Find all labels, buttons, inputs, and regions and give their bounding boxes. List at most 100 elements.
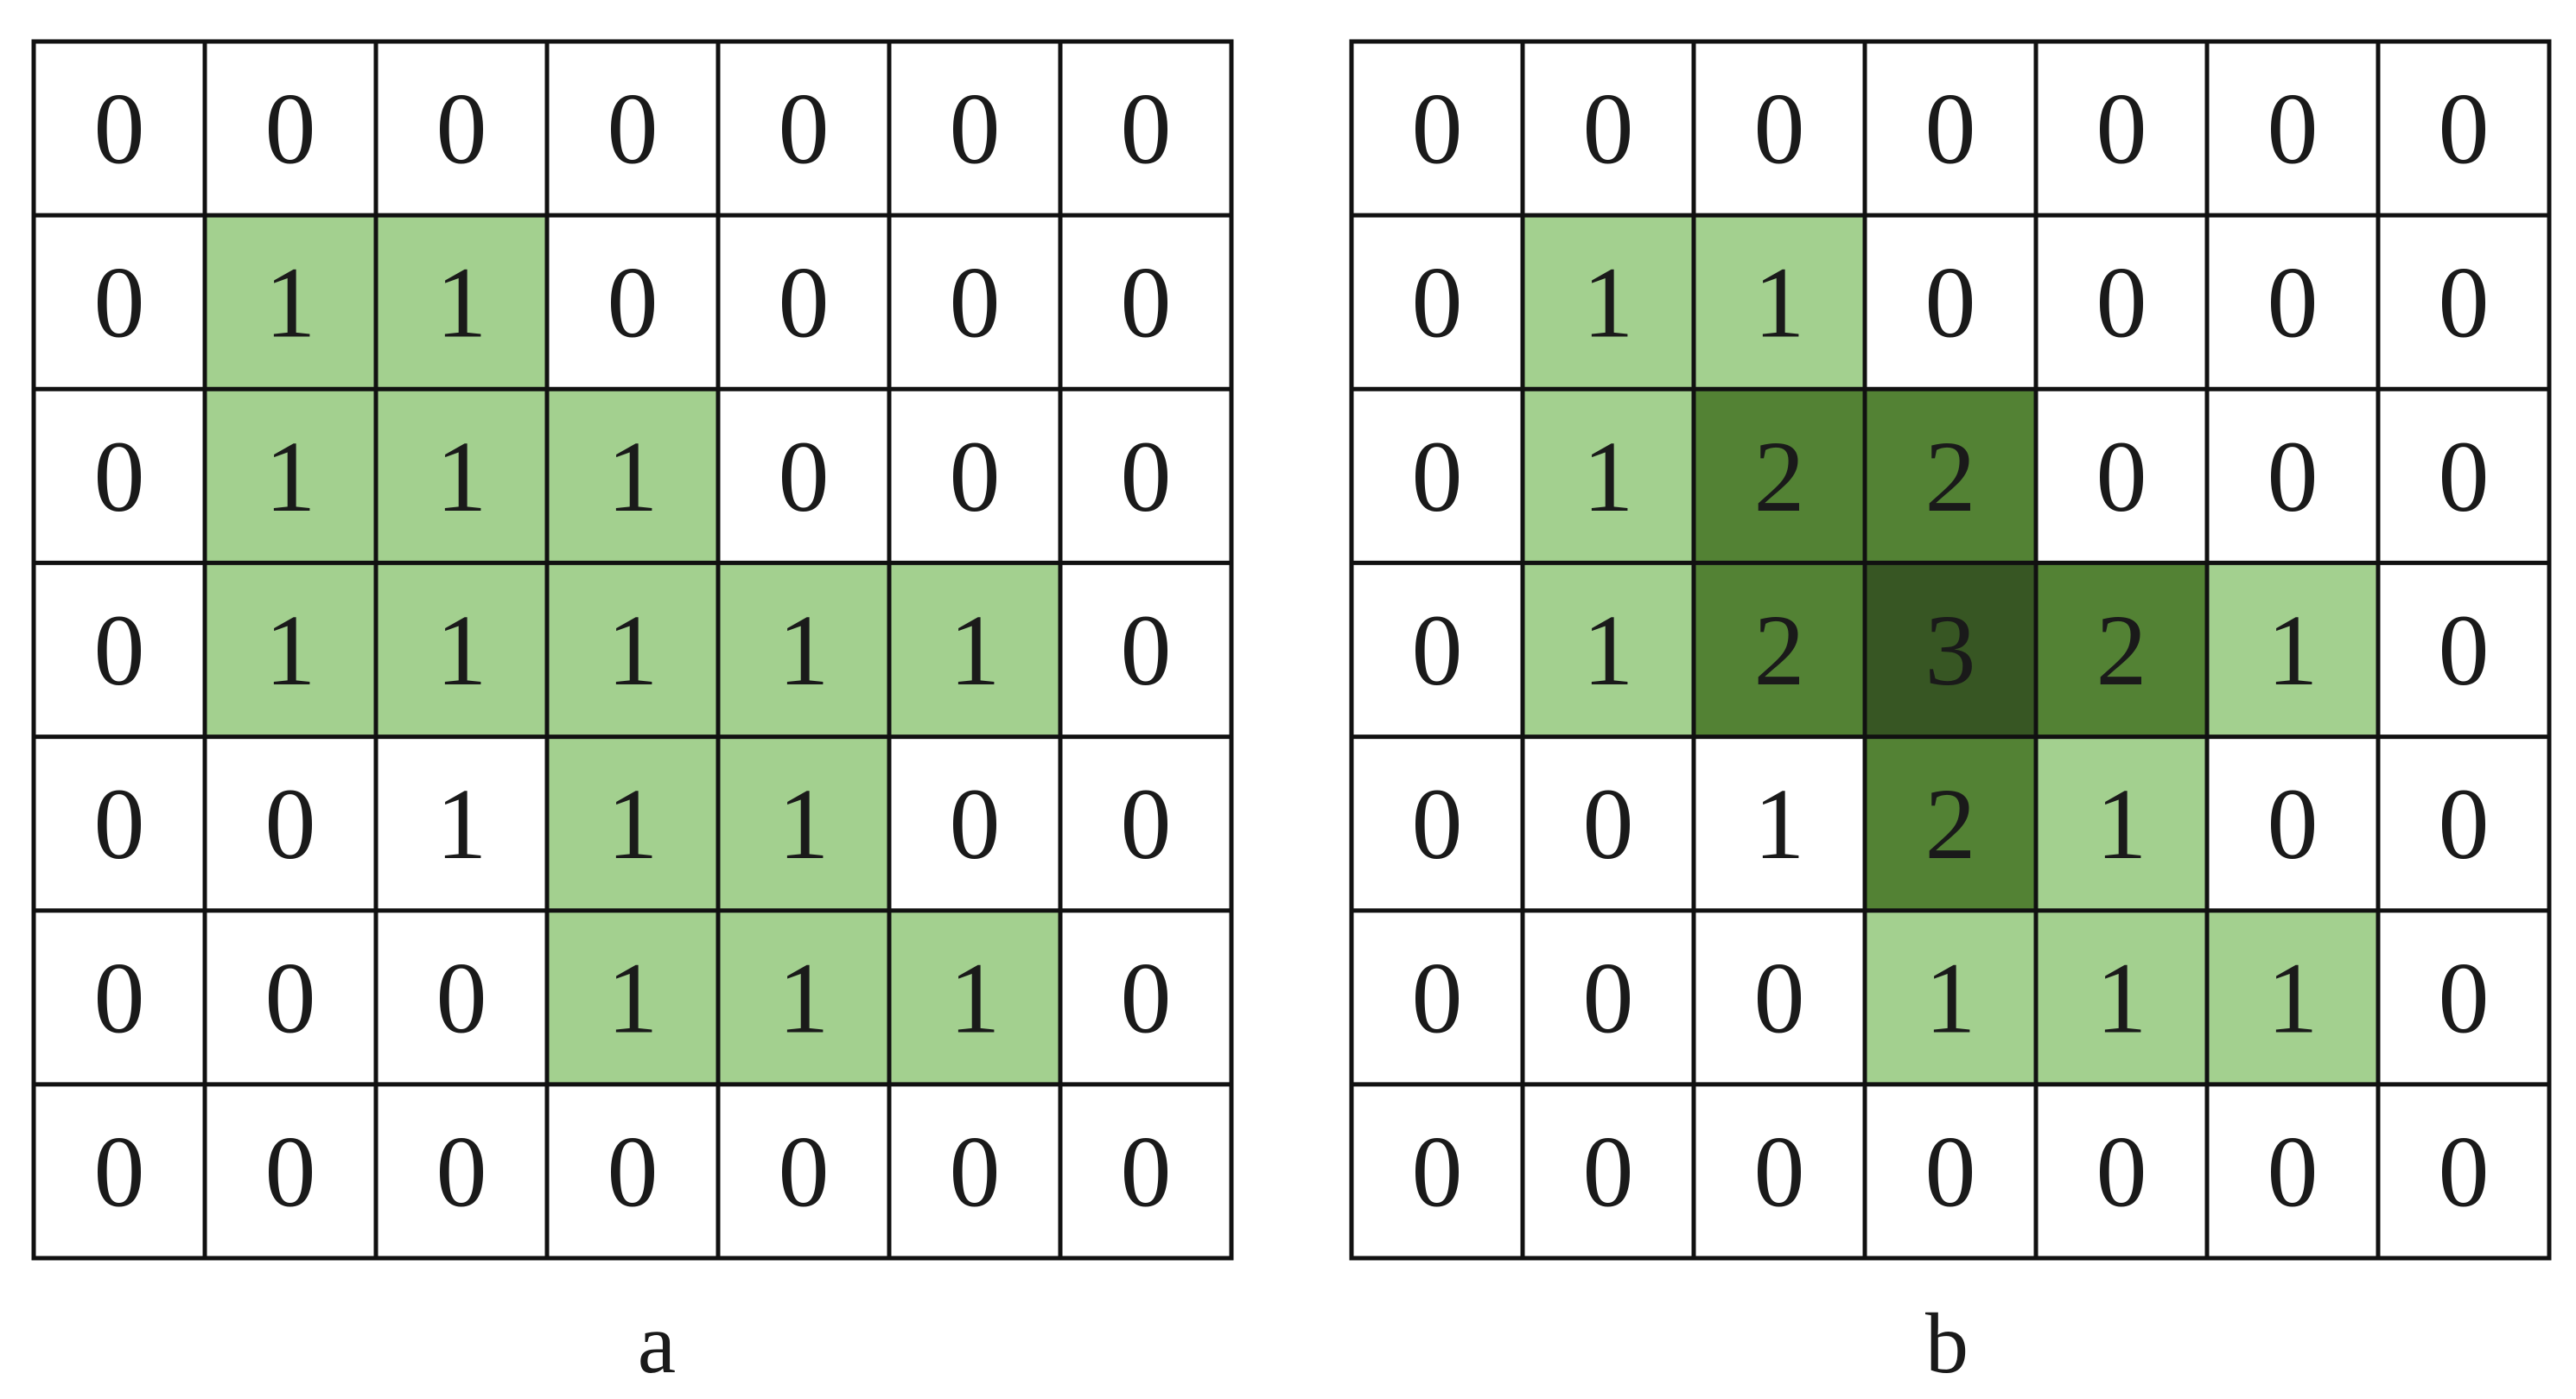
- cell-a-r6-c4: [718, 1084, 889, 1258]
- cell-b-r4-c1: [1523, 736, 1694, 911]
- cell-a-r1-c1: [205, 215, 376, 390]
- cell-value-b-r2-c0: 0: [1412, 420, 1463, 533]
- cell-value-a-r5-c4: 1: [779, 941, 830, 1054]
- cell-value-a-r2-c3: 1: [607, 420, 658, 533]
- cell-value-a-r6-c6: 0: [1121, 1115, 1172, 1228]
- cell-value-a-r3-c2: 1: [436, 594, 487, 707]
- cell-a-r6-c6: [1060, 1084, 1231, 1258]
- cell-value-b-r5-c3: 1: [1925, 941, 1976, 1054]
- cell-value-a-r5-c5: 1: [950, 941, 1001, 1054]
- cell-b-r5-c6: [2378, 910, 2549, 1084]
- cell-value-a-r4-c1: 0: [265, 767, 316, 881]
- cell-b-r2-c1: [1523, 389, 1694, 563]
- cell-value-a-r4-c3: 1: [607, 767, 658, 881]
- cell-value-a-r4-c6: 0: [1121, 767, 1172, 881]
- cell-value-b-r2-c1: 1: [1583, 420, 1634, 533]
- cell-value-a-r0-c5: 0: [950, 73, 1001, 186]
- cell-a-r5-c5: [889, 910, 1060, 1084]
- cell-value-b-r4-c3: 2: [1925, 767, 1976, 881]
- cell-value-a-r0-c3: 0: [607, 73, 658, 186]
- cell-a-r6-c0: [34, 1084, 205, 1258]
- cell-b-r5-c4: [2036, 910, 2207, 1084]
- cell-value-a-r3-c6: 0: [1121, 594, 1172, 707]
- cell-value-a-r1-c4: 0: [779, 246, 830, 359]
- cell-a-r5-c0: [34, 910, 205, 1084]
- cell-a-r2-c6: [1060, 389, 1231, 563]
- cell-b-r1-c5: [2207, 215, 2378, 390]
- cell-a-r2-c4: [718, 389, 889, 563]
- cell-b-r0-c0: [1352, 41, 1523, 216]
- cell-value-a-r1-c5: 0: [950, 246, 1001, 359]
- cell-value-b-r3-c6: 0: [2439, 594, 2490, 707]
- cell-value-b-r6-c3: 0: [1925, 1115, 1976, 1228]
- cell-value-a-r4-c0: 0: [94, 767, 145, 881]
- cell-b-r6-c2: [1694, 1084, 1865, 1258]
- panel-label-a: a: [637, 1295, 677, 1391]
- cell-b-r3-c3: [1865, 563, 2036, 737]
- cell-a-r2-c3: [547, 389, 718, 563]
- cell-b-r0-c5: [2207, 41, 2378, 216]
- cell-value-a-r3-c4: 1: [779, 594, 830, 707]
- cell-a-r2-c5: [889, 389, 1060, 563]
- cell-value-b-r2-c2: 2: [1754, 420, 1805, 533]
- cell-b-r2-c6: [2378, 389, 2549, 563]
- cell-value-b-r1-c6: 0: [2439, 246, 2490, 359]
- cell-a-r6-c2: [376, 1084, 547, 1258]
- cell-value-a-r4-c2: 1: [436, 767, 487, 881]
- cell-b-r5-c1: [1523, 910, 1694, 1084]
- cell-a-r5-c6: [1060, 910, 1231, 1084]
- cell-value-b-r0-c2: 0: [1754, 73, 1805, 186]
- cell-b-r3-c6: [2378, 563, 2549, 737]
- cell-b-r3-c4: [2036, 563, 2207, 737]
- cell-a-r3-c4: [718, 563, 889, 737]
- cell-value-a-r1-c1: 1: [265, 246, 316, 359]
- cell-value-a-r2-c1: 1: [265, 420, 316, 533]
- cell-value-b-r1-c0: 0: [1412, 246, 1463, 359]
- cell-b-r1-c1: [1523, 215, 1694, 390]
- cell-value-b-r3-c1: 1: [1583, 594, 1634, 707]
- cell-a-r3-c5: [889, 563, 1060, 737]
- cell-b-r5-c5: [2207, 910, 2378, 1084]
- cell-value-b-r5-c2: 0: [1754, 941, 1805, 1054]
- cell-b-r3-c1: [1523, 563, 1694, 737]
- cell-a-r3-c2: [376, 563, 547, 737]
- cell-value-a-r4-c4: 1: [779, 767, 830, 881]
- panel-label-b: b: [1925, 1295, 1969, 1391]
- cell-value-b-r0-c6: 0: [2439, 73, 2490, 186]
- cell-b-r5-c2: [1694, 910, 1865, 1084]
- cell-value-a-r6-c5: 0: [950, 1115, 1001, 1228]
- cell-value-b-r0-c4: 0: [2096, 73, 2147, 186]
- cell-a-r0-c6: [1060, 41, 1231, 216]
- cell-a-r5-c3: [547, 910, 718, 1084]
- cell-b-r2-c3: [1865, 389, 2036, 563]
- cell-b-r5-c0: [1352, 910, 1523, 1084]
- cell-value-a-r6-c3: 0: [607, 1115, 658, 1228]
- cell-value-b-r4-c5: 0: [2268, 767, 2318, 881]
- cell-b-r4-c0: [1352, 736, 1523, 911]
- cell-value-b-r4-c6: 0: [2439, 767, 2490, 881]
- cell-value-b-r4-c4: 1: [2096, 767, 2147, 881]
- cell-a-r1-c6: [1060, 215, 1231, 390]
- cell-value-b-r5-c0: 0: [1412, 941, 1463, 1054]
- cell-a-r1-c2: [376, 215, 547, 390]
- cell-value-b-r0-c0: 0: [1412, 73, 1463, 186]
- cell-value-a-r2-c5: 0: [950, 420, 1001, 533]
- cell-value-a-r1-c2: 1: [436, 246, 487, 359]
- cell-value-a-r2-c2: 1: [436, 420, 487, 533]
- cell-b-r6-c6: [2378, 1084, 2549, 1258]
- cell-value-a-r6-c4: 0: [779, 1115, 830, 1228]
- cell-a-r6-c1: [205, 1084, 376, 1258]
- cell-b-r1-c0: [1352, 215, 1523, 390]
- cell-a-r3-c3: [547, 563, 718, 737]
- cell-value-b-r3-c5: 1: [2268, 594, 2318, 707]
- cell-value-a-r3-c3: 1: [607, 594, 658, 707]
- cell-a-r1-c3: [547, 215, 718, 390]
- cell-value-b-r1-c4: 0: [2096, 246, 2147, 359]
- cell-b-r0-c1: [1523, 41, 1694, 216]
- cell-value-b-r1-c3: 0: [1925, 246, 1976, 359]
- cell-a-r5-c2: [376, 910, 547, 1084]
- cell-value-a-r0-c6: 0: [1121, 73, 1172, 186]
